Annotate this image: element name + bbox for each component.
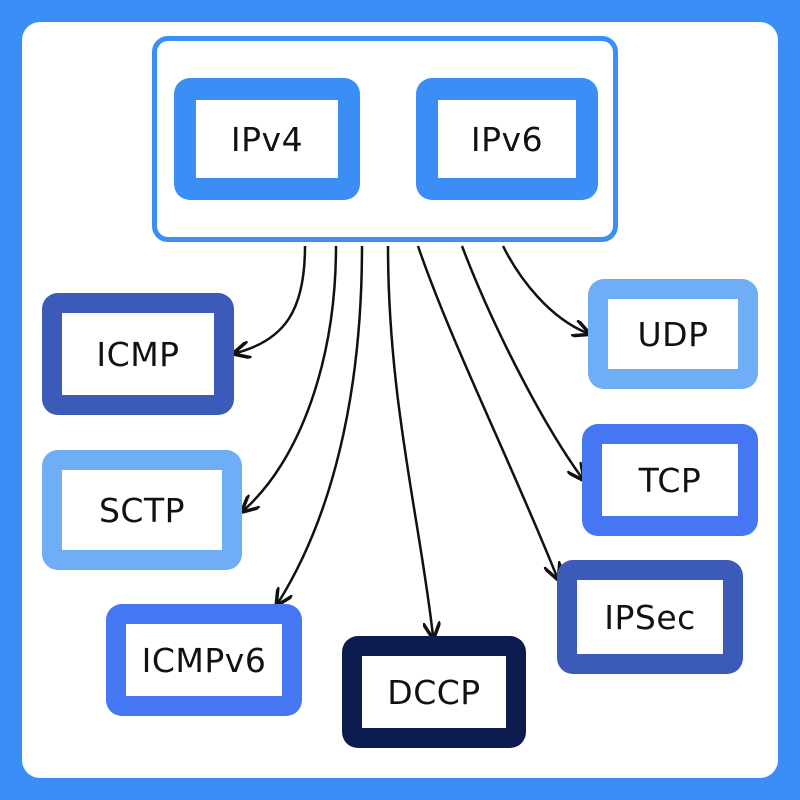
sctp-box: SCTP: [42, 450, 242, 570]
ipv6-label: IPv6: [470, 119, 544, 159]
sctp-label: SCTP: [98, 490, 186, 530]
udp-label: UDP: [637, 314, 709, 354]
ipv4-label: IPv4: [230, 119, 304, 159]
tcp-box: TCP: [582, 424, 758, 536]
arrow-to-tcp: [460, 245, 582, 478]
icmp-box: ICMP: [42, 293, 234, 415]
tcp-label: TCP: [638, 460, 702, 500]
ipsec-label: IPSec: [604, 597, 696, 637]
arrow-to-icmpv6: [278, 245, 364, 603]
icmp-label: ICMP: [96, 334, 180, 374]
ipv6-box: IPv6: [416, 78, 598, 200]
arrow-to-udp: [501, 245, 587, 333]
dccp-box: DCCP: [342, 636, 526, 748]
icmpv6-box: ICMPv6: [106, 604, 302, 716]
arrow-to-ipsec: [416, 245, 557, 577]
ipsec-box: IPSec: [557, 560, 743, 674]
arrow-to-dccp: [386, 245, 433, 636]
ipv4-box: IPv4: [174, 78, 360, 200]
udp-box: UDP: [588, 279, 758, 389]
arrow-to-sctp: [244, 245, 338, 510]
dccp-label: DCCP: [387, 672, 481, 712]
arrow-to-icmp: [236, 245, 307, 353]
icmpv6-label: ICMPv6: [141, 640, 267, 680]
